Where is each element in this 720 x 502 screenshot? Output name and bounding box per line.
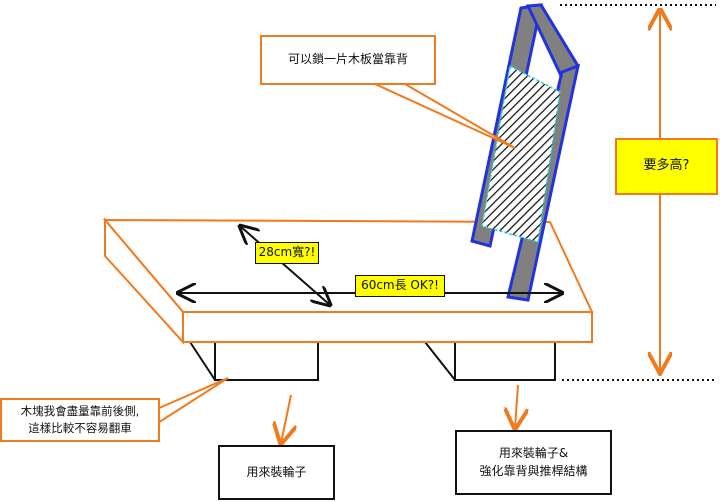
backrest-callout-pointer — [374, 83, 516, 149]
blocks-callout-line2: 這樣比較不容易翻車 — [28, 421, 132, 435]
backrest-frame — [470, 3, 581, 302]
rear-wheels-line1: 用來裝輪子& — [498, 446, 569, 461]
rear-block — [424, 341, 556, 381]
rear-wheels-arrow — [515, 384, 518, 428]
backrest-panel — [481, 64, 561, 243]
front-wheels-arrow — [281, 394, 291, 443]
backrest-callout: 可以鎖一片木板當靠背 — [260, 35, 436, 85]
width-label: 28cm寬?! — [255, 242, 319, 264]
width-arrow — [240, 226, 330, 305]
front-block — [189, 341, 319, 381]
height-label: 要多高? — [615, 138, 718, 195]
front-wheels-box: 用來裝輪子 — [218, 445, 335, 500]
blocks-callout-line1: 木塊我會盡量靠前後側, — [20, 404, 140, 419]
rear-wheels-box: 用來裝輪子& 強化靠背與推桿結構 — [455, 430, 612, 495]
blocks-callout: 木塊我會盡量靠前後側, 這樣比較不容易翻車 — [0, 398, 160, 442]
rear-wheels-line2: 強化靠背與推桿結構 — [479, 463, 588, 478]
blocks-callout-pointer — [149, 377, 229, 430]
length-label: 60cm長 OK?! — [355, 275, 445, 297]
